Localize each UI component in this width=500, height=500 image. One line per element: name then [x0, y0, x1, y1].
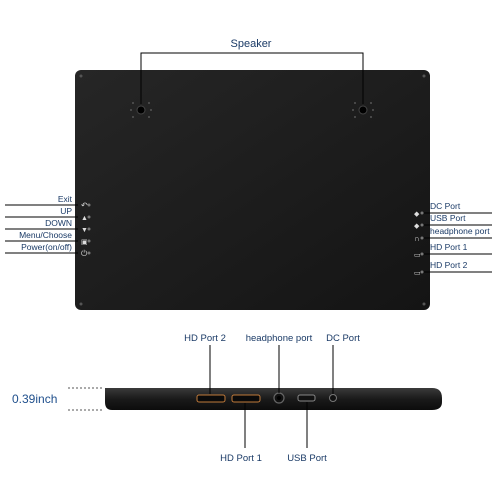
- screw-icon: [79, 74, 83, 78]
- label-hd-port-1: HD Port 1: [430, 242, 468, 252]
- speaker-left-icon: [130, 102, 152, 118]
- dc-jack-icon: [329, 394, 337, 402]
- monitor-side-view: [105, 388, 442, 410]
- label-power: Power(on/off): [21, 242, 72, 252]
- menu-icon: ▣: [81, 239, 88, 246]
- usb-port-icon: ◆: [414, 223, 420, 230]
- left-button-column: Exit ↶ UP ▲ DOWN ▼ Menu/Choose ▣ Power(o…: [5, 194, 88, 258]
- monitor-back-panel: [75, 70, 430, 310]
- side-label-dc-port: DC Port: [326, 333, 360, 344]
- side-label-usb-port: USB Port: [287, 453, 327, 464]
- speaker-right-icon: [352, 102, 374, 118]
- side-label-hd-port-2: HD Port 2: [184, 333, 226, 344]
- side-label-hd-port-1: HD Port 1: [220, 453, 262, 464]
- label-hd-port-2: HD Port 2: [430, 260, 468, 270]
- label-up: UP: [60, 206, 72, 216]
- label-usb-port: USB Port: [430, 213, 466, 223]
- dc-port-icon: ◆: [414, 211, 420, 218]
- screw-icon: [422, 302, 426, 306]
- usb-port-icon: [297, 394, 316, 402]
- speaker-callout-line: [140, 52, 364, 104]
- screw-icon: [422, 74, 426, 78]
- up-icon: ▲: [81, 215, 88, 222]
- thickness-label: 0.39inch: [12, 392, 57, 406]
- side-label-headphone-port: headphone port: [246, 333, 313, 344]
- speaker-label: Speaker: [231, 38, 272, 50]
- label-exit: Exit: [58, 194, 73, 204]
- right-port-column: DC Port ◆ USB Port ◆ headphone port ∩ HD…: [414, 201, 492, 277]
- power-icon: ⏻: [81, 249, 88, 258]
- down-icon: ▼: [81, 227, 88, 234]
- screw-icon: [79, 302, 83, 306]
- headphone-icon: ∩: [414, 234, 420, 243]
- hd-port-icon: ▭: [414, 252, 421, 259]
- label-dc-port: DC Port: [430, 201, 461, 211]
- label-down: DOWN: [45, 218, 72, 228]
- label-headphone-port: headphone port: [430, 226, 490, 236]
- hd-port-2-icon: [196, 394, 226, 403]
- exit-icon: ↶: [80, 201, 88, 210]
- hd-port-1-icon: [231, 394, 261, 403]
- label-menu: Menu/Choose: [19, 230, 72, 240]
- hd-port-icon: ▭: [414, 270, 421, 277]
